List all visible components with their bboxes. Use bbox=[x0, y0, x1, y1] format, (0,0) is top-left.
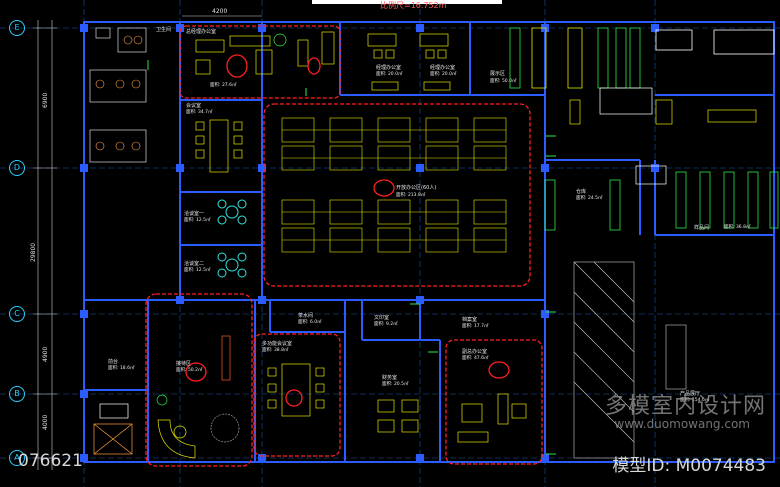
room-label-small-office-2: 经理办公室 bbox=[430, 65, 456, 71]
room-label-wc: 卫生间 bbox=[156, 27, 172, 33]
grid-axis-a: A bbox=[9, 450, 25, 466]
room-label-tea-room: 茶水间 bbox=[298, 313, 314, 319]
grid-axis-b: B bbox=[9, 386, 25, 402]
room-area-sample-room: 面积: 36.8㎡ bbox=[724, 225, 751, 230]
vp-office-furniture bbox=[457, 393, 527, 443]
room-area-print-room: 面积: 9.2㎡ bbox=[374, 322, 398, 327]
room-area-open-office: 面积: 213.8㎡ bbox=[396, 193, 426, 198]
dim-top: 4200 bbox=[212, 8, 228, 15]
wc-fixtures bbox=[89, 27, 147, 163]
room-area-meeting-large: 面积: 34.7㎡ bbox=[186, 110, 213, 115]
grid-axis-c: C bbox=[9, 306, 25, 322]
room-area-small-office-1: 面积: 20.0㎡ bbox=[376, 72, 403, 77]
room-label-reception: 前台 bbox=[108, 359, 119, 365]
room-label-exhibition: 展示区 bbox=[490, 71, 506, 77]
showroom-display bbox=[573, 261, 687, 459]
watermark-number: 076621 bbox=[18, 451, 83, 471]
manager-office-furniture bbox=[297, 31, 451, 91]
room-area-showroom: 面积: 154.6㎡ bbox=[680, 398, 710, 403]
dimension-lines bbox=[33, 15, 262, 470]
room-label-board-room: 多功能会议室 bbox=[262, 341, 293, 347]
revision-clouds bbox=[145, 25, 543, 467]
room-area-gm-office: 面积: 27.6㎡ bbox=[210, 83, 237, 88]
walls bbox=[83, 21, 775, 463]
room-label-vp-office: 副总办公室 bbox=[462, 349, 488, 355]
room-label-open-office: 开放办公区(60人) bbox=[396, 185, 437, 191]
watermark-site-name: 多模室内设计网 bbox=[604, 394, 766, 419]
room-label-negotiation-2: 洽谈室二 bbox=[184, 261, 205, 267]
red-circle-marks bbox=[185, 54, 510, 407]
grid-axis-e: E bbox=[9, 20, 25, 36]
room-area-negotiation-1: 面积: 12.5㎡ bbox=[184, 218, 211, 223]
room-area-exhibition: 面积: 50.0㎡ bbox=[490, 79, 517, 84]
room-area-negotiation-2: 面积: 12.5㎡ bbox=[184, 268, 211, 273]
room-area-small-office-2: 面积: 20.0㎡ bbox=[430, 72, 457, 77]
room-area-archive: 面积: 17.7㎡ bbox=[462, 324, 489, 329]
room-label-showroom: 产品展厅 bbox=[680, 391, 701, 397]
room-label-finance: 财务室 bbox=[382, 375, 398, 381]
room-label-archive: 档案室 bbox=[462, 317, 478, 323]
watermark-url: www.duomowang.com bbox=[614, 417, 750, 431]
room-label-meeting-large: 会议室 bbox=[186, 103, 202, 109]
room-label-print-room: 文印室 bbox=[374, 315, 390, 321]
room-label-warehouse: 仓库 bbox=[576, 189, 587, 195]
room-area-reception: 面积: 18.6㎡ bbox=[108, 366, 135, 371]
annotation-arrows bbox=[147, 60, 556, 455]
watermark-model-id: 模型ID: M0074483 bbox=[612, 456, 766, 476]
room-area-tea-room: 面积: 6.0㎡ bbox=[298, 320, 322, 325]
open-office-desks bbox=[281, 117, 507, 253]
room-label-small-office-1: 经理办公室 bbox=[376, 65, 402, 71]
room-area-finance: 面积: 20.5㎡ bbox=[382, 382, 409, 387]
room-label-negotiation-1: 洽谈室一 bbox=[184, 211, 205, 217]
shelving bbox=[509, 27, 779, 231]
structural-columns bbox=[80, 24, 659, 462]
room-area-lobby: 面积: 50.2㎡ bbox=[176, 368, 203, 373]
room-area-warehouse: 面积: 24.5㎡ bbox=[576, 196, 603, 201]
dim-left-lower-a: 4900 bbox=[42, 346, 49, 362]
scale-label: 比例尺=16.752m bbox=[380, 1, 447, 10]
dim-left-lower-b: 4000 bbox=[42, 414, 49, 430]
meeting-room-furniture bbox=[195, 119, 243, 173]
room-area-board-room: 面积: 38.8㎡ bbox=[262, 348, 289, 353]
grid-axis-d: D bbox=[9, 160, 25, 176]
board-room-furniture bbox=[267, 363, 325, 417]
reception-desk-area bbox=[569, 87, 757, 185]
dim-left-upper: 6900 bbox=[42, 92, 49, 108]
gm-office-furniture bbox=[195, 33, 287, 75]
dim-left-middle: 29800 bbox=[30, 242, 37, 262]
room-label-lobby: 接待区 bbox=[176, 361, 192, 367]
finance-room-furniture bbox=[377, 399, 419, 433]
room-area-vp-office: 面积: 47.6㎡ bbox=[462, 356, 489, 361]
negotiation-tables bbox=[217, 199, 247, 278]
room-label-gm-office: 总经理办公室 bbox=[186, 29, 217, 35]
title-bar bbox=[312, 0, 502, 4]
lobby-furniture bbox=[93, 335, 240, 459]
room-label-sample-room: 样品间 bbox=[694, 225, 710, 231]
